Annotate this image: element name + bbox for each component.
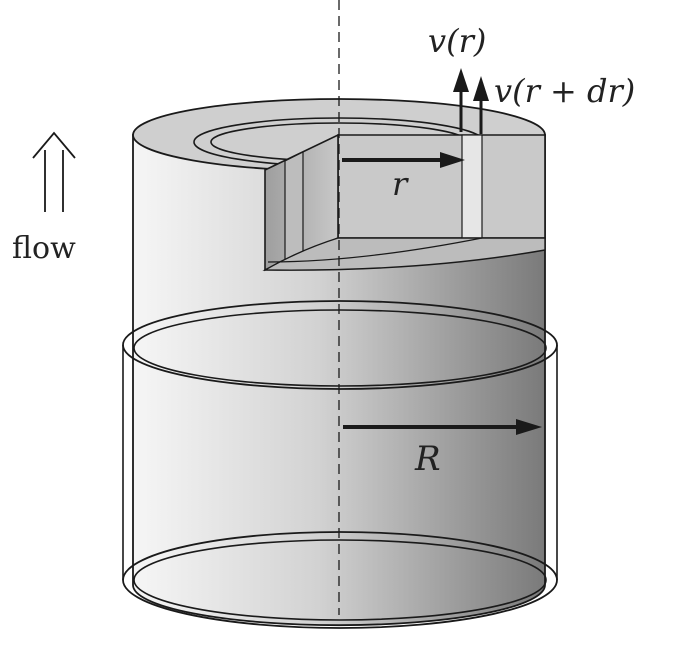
pipe-top-rim-outer: [122, 300, 558, 390]
label-flow: flow: [12, 231, 76, 266]
cutaway-back-face: [337, 134, 546, 239]
velocity-v-r-arrow: [453, 68, 469, 132]
radius-r-arrow: [342, 152, 465, 168]
radius-R-arrow: [343, 419, 542, 435]
floor-ring-outer: [267, 237, 483, 263]
pipe-bottom-rim-outer: [122, 531, 558, 629]
cutaway-floor: [262, 237, 546, 271]
label-v-r: v(r): [428, 22, 486, 60]
pipe-shell-outline: [122, 345, 558, 580]
double-up-arrow-icon: [32, 131, 76, 212]
shell-strip-back: [461, 134, 483, 239]
pipe-bottom-rim-inner: [133, 539, 547, 621]
label-r: r: [392, 165, 409, 203]
shell-strip-left: [284, 151, 304, 263]
pipe-top-rim-inner: [133, 309, 547, 387]
label-R: R: [414, 439, 441, 479]
label-v-r-dr: v(r + dr): [494, 72, 635, 110]
velocity-v-r-dr-arrow: [473, 76, 489, 134]
